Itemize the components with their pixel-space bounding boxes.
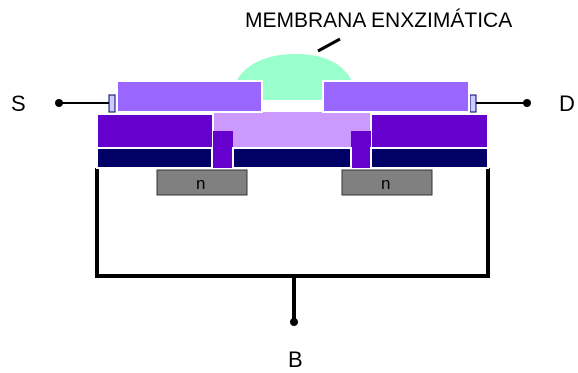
source-label: S bbox=[11, 91, 26, 116]
base-label: B bbox=[288, 347, 303, 372]
source-oxide-step bbox=[213, 131, 233, 168]
base-wire bbox=[95, 168, 490, 322]
substrate-left bbox=[96, 147, 213, 169]
source-terminal-dot bbox=[55, 99, 63, 107]
drain-oxide-step bbox=[351, 131, 371, 168]
membrane-pointer-line bbox=[317, 37, 341, 53]
n-region-source-label: n bbox=[196, 174, 205, 193]
drain-label: D bbox=[559, 91, 575, 116]
drain-electrode bbox=[322, 80, 470, 113]
n-region-source bbox=[156, 169, 248, 196]
source-oxide-block bbox=[96, 113, 214, 149]
gate-region bbox=[210, 112, 375, 150]
drain-terminal-dot bbox=[523, 99, 531, 107]
source-contact-strip bbox=[108, 94, 116, 113]
source-electrode bbox=[116, 80, 263, 113]
substrate-center bbox=[232, 147, 352, 169]
drain-oxide-block bbox=[370, 113, 489, 149]
n-region-drain bbox=[341, 169, 433, 196]
substrate-right bbox=[370, 147, 489, 169]
drain-contact-strip bbox=[469, 94, 477, 113]
n-region-drain-label: n bbox=[381, 174, 390, 193]
membrane-label: MEMBRANA ENXZIMÁTICA bbox=[245, 9, 512, 32]
base-terminal-dot bbox=[290, 318, 298, 326]
